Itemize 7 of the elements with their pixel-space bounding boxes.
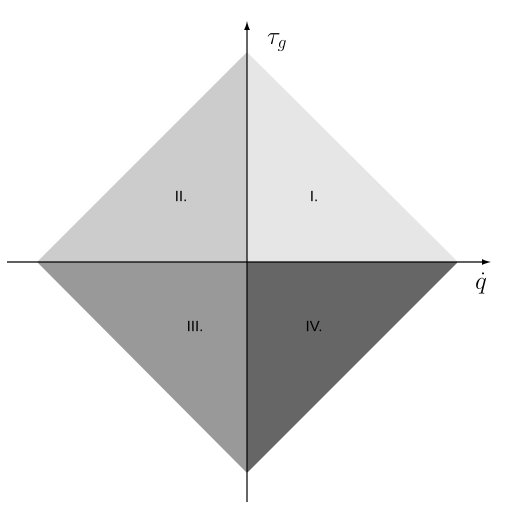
quadrant-triangle: I. (247, 52, 458, 262)
quadrant-triangle: II. (37, 52, 247, 262)
quadrant-triangle: III. (37, 262, 247, 473)
node-label: III. (188, 320, 202, 332)
axis-label: $\tau_g$ (268, 33, 286, 52)
axis-label: $\dot{q}$ (476, 272, 486, 294)
quadrant-triangle: IV. (247, 262, 458, 473)
